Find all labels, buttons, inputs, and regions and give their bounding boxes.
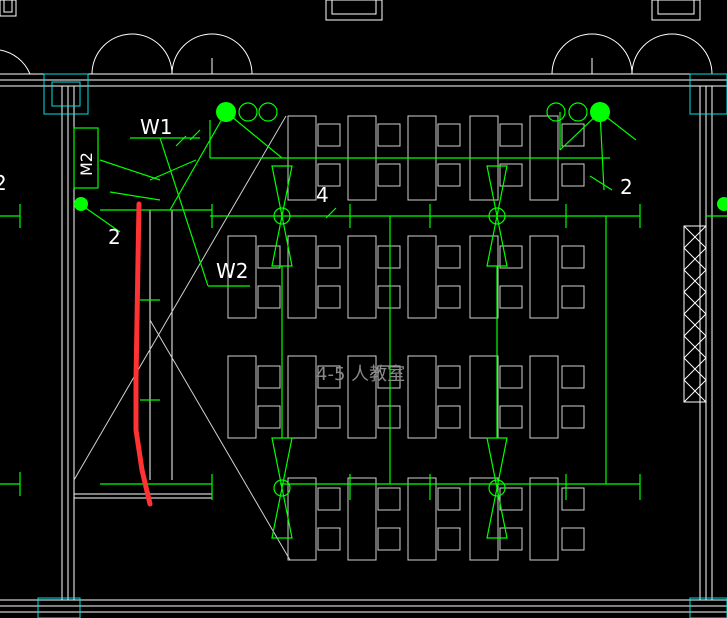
- label-circuit-mid: 4: [316, 183, 329, 207]
- red-markup-stroke: [133, 201, 153, 507]
- label-w1: W1: [140, 115, 173, 139]
- label-circuit-left: 2: [108, 225, 121, 249]
- switch-cluster-right: [546, 102, 610, 122]
- lamp-icon: [216, 102, 236, 122]
- wiring: [0, 111, 727, 539]
- label-w2: W2: [216, 259, 249, 283]
- label-circuit-edge: 2: [0, 171, 7, 195]
- switch-cluster-left: [216, 102, 278, 122]
- edge-ladder: [683, 225, 707, 403]
- switch-icon: [568, 102, 588, 122]
- label-m2: M2: [77, 152, 96, 176]
- junction-icon: [74, 197, 88, 211]
- room-name-label: 4-5 人教室: [316, 364, 405, 385]
- switch-icon: [258, 102, 278, 122]
- label-circuit-right: 2: [620, 175, 633, 199]
- switch-icon: [546, 102, 566, 122]
- lamp-icon: [590, 102, 610, 122]
- switch-icon: [238, 102, 258, 122]
- junction-icon: [717, 197, 727, 211]
